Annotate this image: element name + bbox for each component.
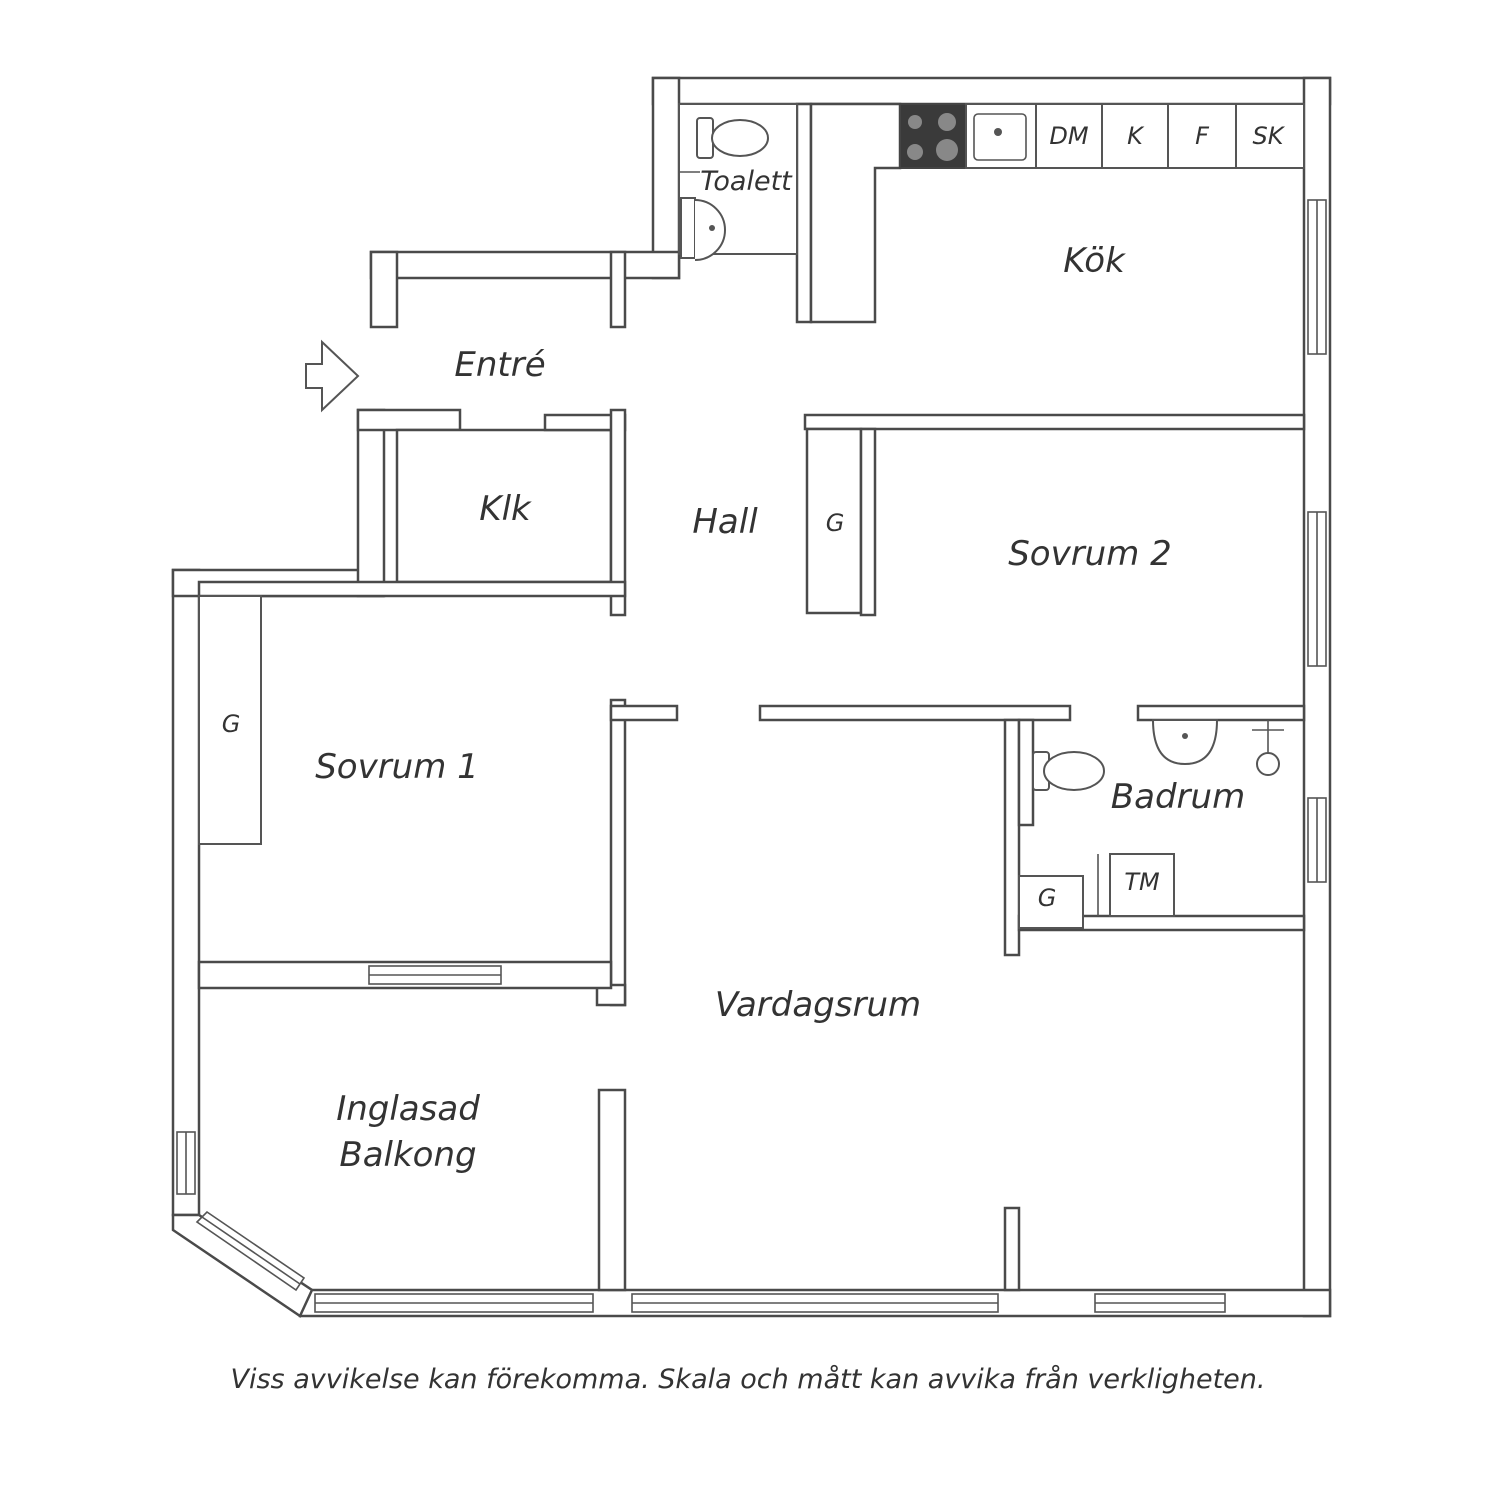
washer-tm	[1109, 853, 1175, 917]
fridge-k	[1101, 103, 1169, 169]
room-label-toalett: Toalett	[700, 166, 793, 197]
toilet-icon	[711, 119, 769, 157]
label-g-sovrum1: G	[222, 710, 241, 738]
label-g-badrum: G	[1038, 884, 1057, 912]
interior-walls	[197, 102, 1306, 1292]
room-label-klk: Klk	[479, 489, 532, 529]
room-label-balkong-2: Balkong	[339, 1135, 476, 1175]
wardrobe-sovrum1	[198, 595, 262, 845]
bathroom-toilet-icon	[1043, 751, 1105, 791]
label-sk: SK	[1253, 122, 1286, 150]
exterior-walls	[171, 76, 1332, 1318]
label-tm: TM	[1124, 868, 1160, 896]
room-label-entre: Entré	[454, 345, 545, 385]
label-k: K	[1127, 122, 1145, 150]
bathroom-sink-icon	[1151, 719, 1219, 766]
room-label-hall: Hall	[692, 502, 758, 542]
room-label-sovrum1: Sovrum 1	[315, 747, 479, 787]
kitchen-row	[899, 103, 1305, 169]
closets	[198, 595, 1175, 929]
room-label-badrum: Badrum	[1111, 777, 1245, 817]
label-g-hall: G	[826, 509, 845, 537]
room-label-vardagsrum: Vardagsrum	[715, 985, 921, 1025]
disclaimer-caption: Viss avvikelse kan förekomma. Skala och …	[231, 1364, 1266, 1395]
label-f: F	[1195, 122, 1210, 150]
dishwasher	[1035, 103, 1103, 169]
room-label-balkong-1: Inglasad	[336, 1089, 480, 1129]
windows	[176, 199, 1327, 1313]
label-dm: DM	[1049, 122, 1088, 150]
wardrobe-badrum	[1018, 875, 1084, 929]
stove-icon	[899, 103, 967, 169]
cabinet-sk	[1235, 103, 1305, 169]
entrance-arrow-icon	[305, 339, 360, 413]
shower-icon	[1256, 752, 1280, 776]
bathroom-fixtures	[1032, 719, 1284, 791]
room-label-sovrum2: Sovrum 2	[1008, 534, 1172, 574]
room-label-kok: Kök	[1063, 241, 1126, 281]
toilet-fixtures	[678, 103, 798, 261]
